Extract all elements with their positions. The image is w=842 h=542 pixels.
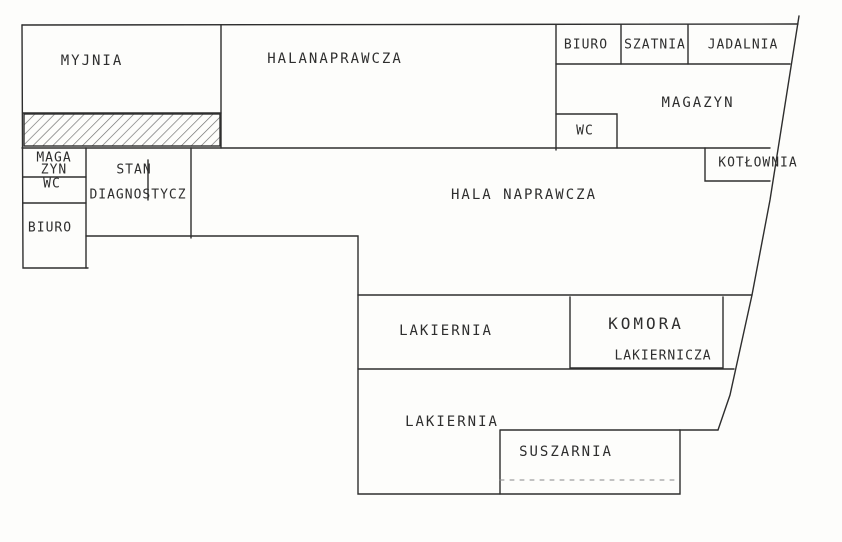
room-label-komora: KOMORA (608, 314, 684, 333)
room-label-lakiernia-lower: LAKIERNIA (405, 414, 499, 430)
kotlownia-box (704, 147, 771, 182)
room-label-stan: STAN (116, 162, 152, 178)
room-label-jadalnia: JADALNIA (707, 37, 779, 53)
room-label-biuro-left: BIURO (27, 220, 73, 236)
room-label-wc-left: WC (43, 176, 61, 192)
hall-lower-wall (85, 235, 359, 296)
room-label-lakiernia-upper: LAKIERNIA (399, 323, 493, 339)
room-label-kotlownia: KOTŁOWNIA (718, 155, 798, 171)
outer-left-wall (21, 24, 89, 269)
hatched-strip (23, 113, 221, 147)
wc-right-box (555, 113, 618, 149)
lower-lakiernia-outline (357, 294, 719, 495)
room-label-hala-naprawcza-main: HALA NAPRAWCZA (450, 187, 598, 203)
room-label-wc-right: WC (576, 123, 594, 139)
room-label-myjnia: MYJNIA (60, 53, 124, 69)
room-label-suszarnia: SUSZARNIA (519, 444, 613, 460)
room-label-magazyn: MAGAZYN (661, 95, 735, 111)
room-label-hala-naprawcza-top: HALANAPRAWCZA (267, 51, 403, 67)
room-label-lakiernicza: LAKIERNICZA (614, 348, 712, 364)
outer-right-wall (717, 15, 800, 431)
suszarnia-box (499, 429, 681, 495)
room-label-magazyn-small-b: ZYN (40, 162, 68, 178)
room-label-diagnostyczne: DIAGNOSTYCZ (89, 187, 187, 203)
room-label-magazyn-small-a: MAGA (36, 150, 72, 166)
room-label-szatnia: SZATNIA (624, 37, 686, 53)
komora-box (569, 296, 724, 369)
room-label-biuro-top: BIURO (563, 37, 609, 53)
outer-top-wall (21, 23, 799, 26)
